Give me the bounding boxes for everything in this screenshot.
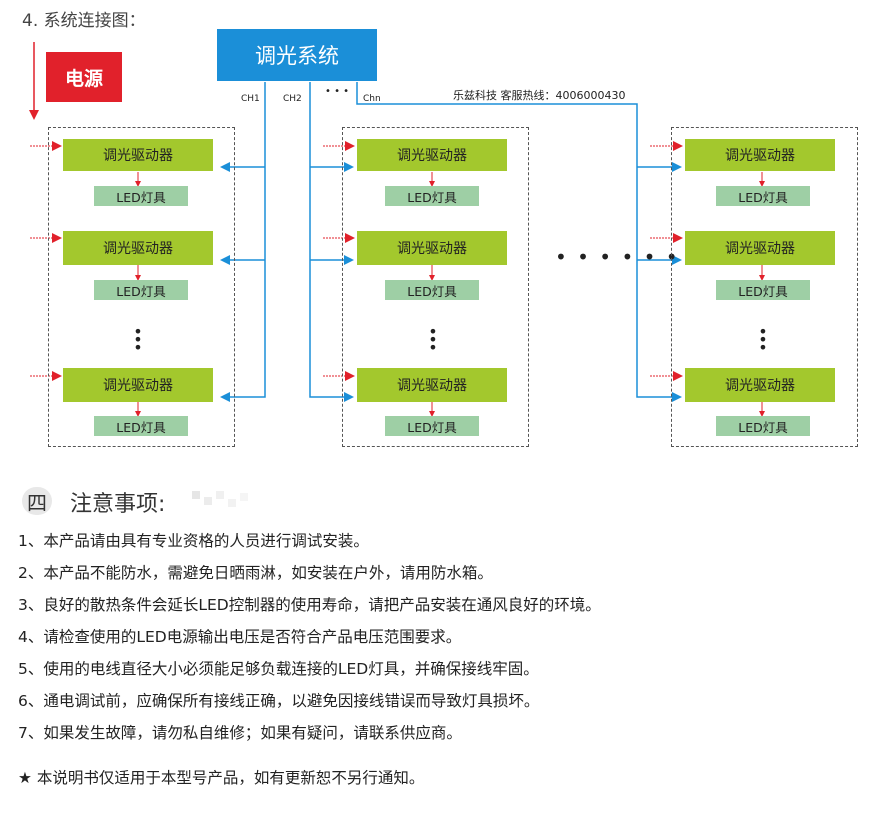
header-decoration bbox=[192, 491, 248, 507]
channel-label-chn: Chn bbox=[363, 94, 381, 104]
channel-dots: • • • bbox=[325, 86, 350, 97]
power-supply-box: 电源 bbox=[46, 52, 122, 102]
led-lamp: LED灯具 bbox=[385, 416, 479, 436]
note-item: 2、本产品不能防水，需避免日晒雨淋，如安装在户外，请用防水箱。 bbox=[18, 564, 493, 582]
dimming-driver: 调光驱动器 bbox=[63, 368, 213, 402]
note-item: 3、良好的散热条件会延长LED控制器的使用寿命，请把产品安装在通风良好的环境。 bbox=[18, 596, 601, 614]
dimming-driver: 调光驱动器 bbox=[357, 231, 507, 265]
led-lamp: LED灯具 bbox=[94, 416, 188, 436]
dimming-driver: 调光驱动器 bbox=[63, 231, 213, 265]
note-item: 1、本产品请由具有专业资格的人员进行调试安装。 bbox=[18, 532, 369, 550]
driver-group-1 bbox=[48, 127, 235, 447]
note-item: 4、请检查使用的LED电源输出电压是否符合产品电压范围要求。 bbox=[18, 628, 462, 646]
notes-header-bar bbox=[20, 485, 256, 517]
vertical-ellipsis: ••• bbox=[758, 322, 768, 357]
channel-label-ch1: CH1 bbox=[241, 94, 260, 104]
led-lamp: LED灯具 bbox=[94, 186, 188, 206]
dimming-system-box: 调光系统 bbox=[217, 29, 377, 81]
led-lamp: LED灯具 bbox=[716, 186, 810, 206]
note-item: 6、通电调试前，应确保所有接线正确，以避免因接线错误而导致灯具损坏。 bbox=[18, 692, 540, 710]
section-title: 4. 系统连接图： bbox=[22, 11, 146, 31]
more-groups-ellipsis: • • • • • • bbox=[555, 245, 680, 269]
led-lamp: LED灯具 bbox=[385, 186, 479, 206]
dimming-driver: 调光驱动器 bbox=[357, 139, 507, 171]
section-number-badge: 四 bbox=[22, 487, 52, 515]
vertical-ellipsis: ••• bbox=[428, 322, 438, 357]
dimming-driver: 调光驱动器 bbox=[357, 368, 507, 402]
hotline-text: 乐兹科技 客服热线：4006000430 bbox=[453, 89, 626, 102]
channel-label-ch2: CH2 bbox=[283, 94, 302, 104]
dimming-driver: 调光驱动器 bbox=[685, 231, 835, 265]
led-lamp: LED灯具 bbox=[716, 280, 810, 300]
notes-title: 注意事项: bbox=[70, 492, 166, 517]
driver-group-2 bbox=[342, 127, 529, 447]
footer-note: ★ 本说明书仅适用于本型号产品，如有更新恕不另行通知。 bbox=[18, 769, 425, 787]
driver-group-n bbox=[671, 127, 858, 447]
note-item: 5、使用的电线直径大小必须能足够负载连接的LED灯具，并确保接线牢固。 bbox=[18, 660, 539, 678]
led-lamp: LED灯具 bbox=[94, 280, 188, 300]
dimming-driver: 调光驱动器 bbox=[685, 368, 835, 402]
note-item: 7、如果发生故障，请勿私自维修；如果有疑问，请联系供应商。 bbox=[18, 724, 462, 742]
led-lamp: LED灯具 bbox=[716, 416, 810, 436]
led-lamp: LED灯具 bbox=[385, 280, 479, 300]
dimming-driver: 调光驱动器 bbox=[63, 139, 213, 171]
dimming-driver: 调光驱动器 bbox=[685, 139, 835, 171]
vertical-ellipsis: ••• bbox=[133, 322, 143, 357]
